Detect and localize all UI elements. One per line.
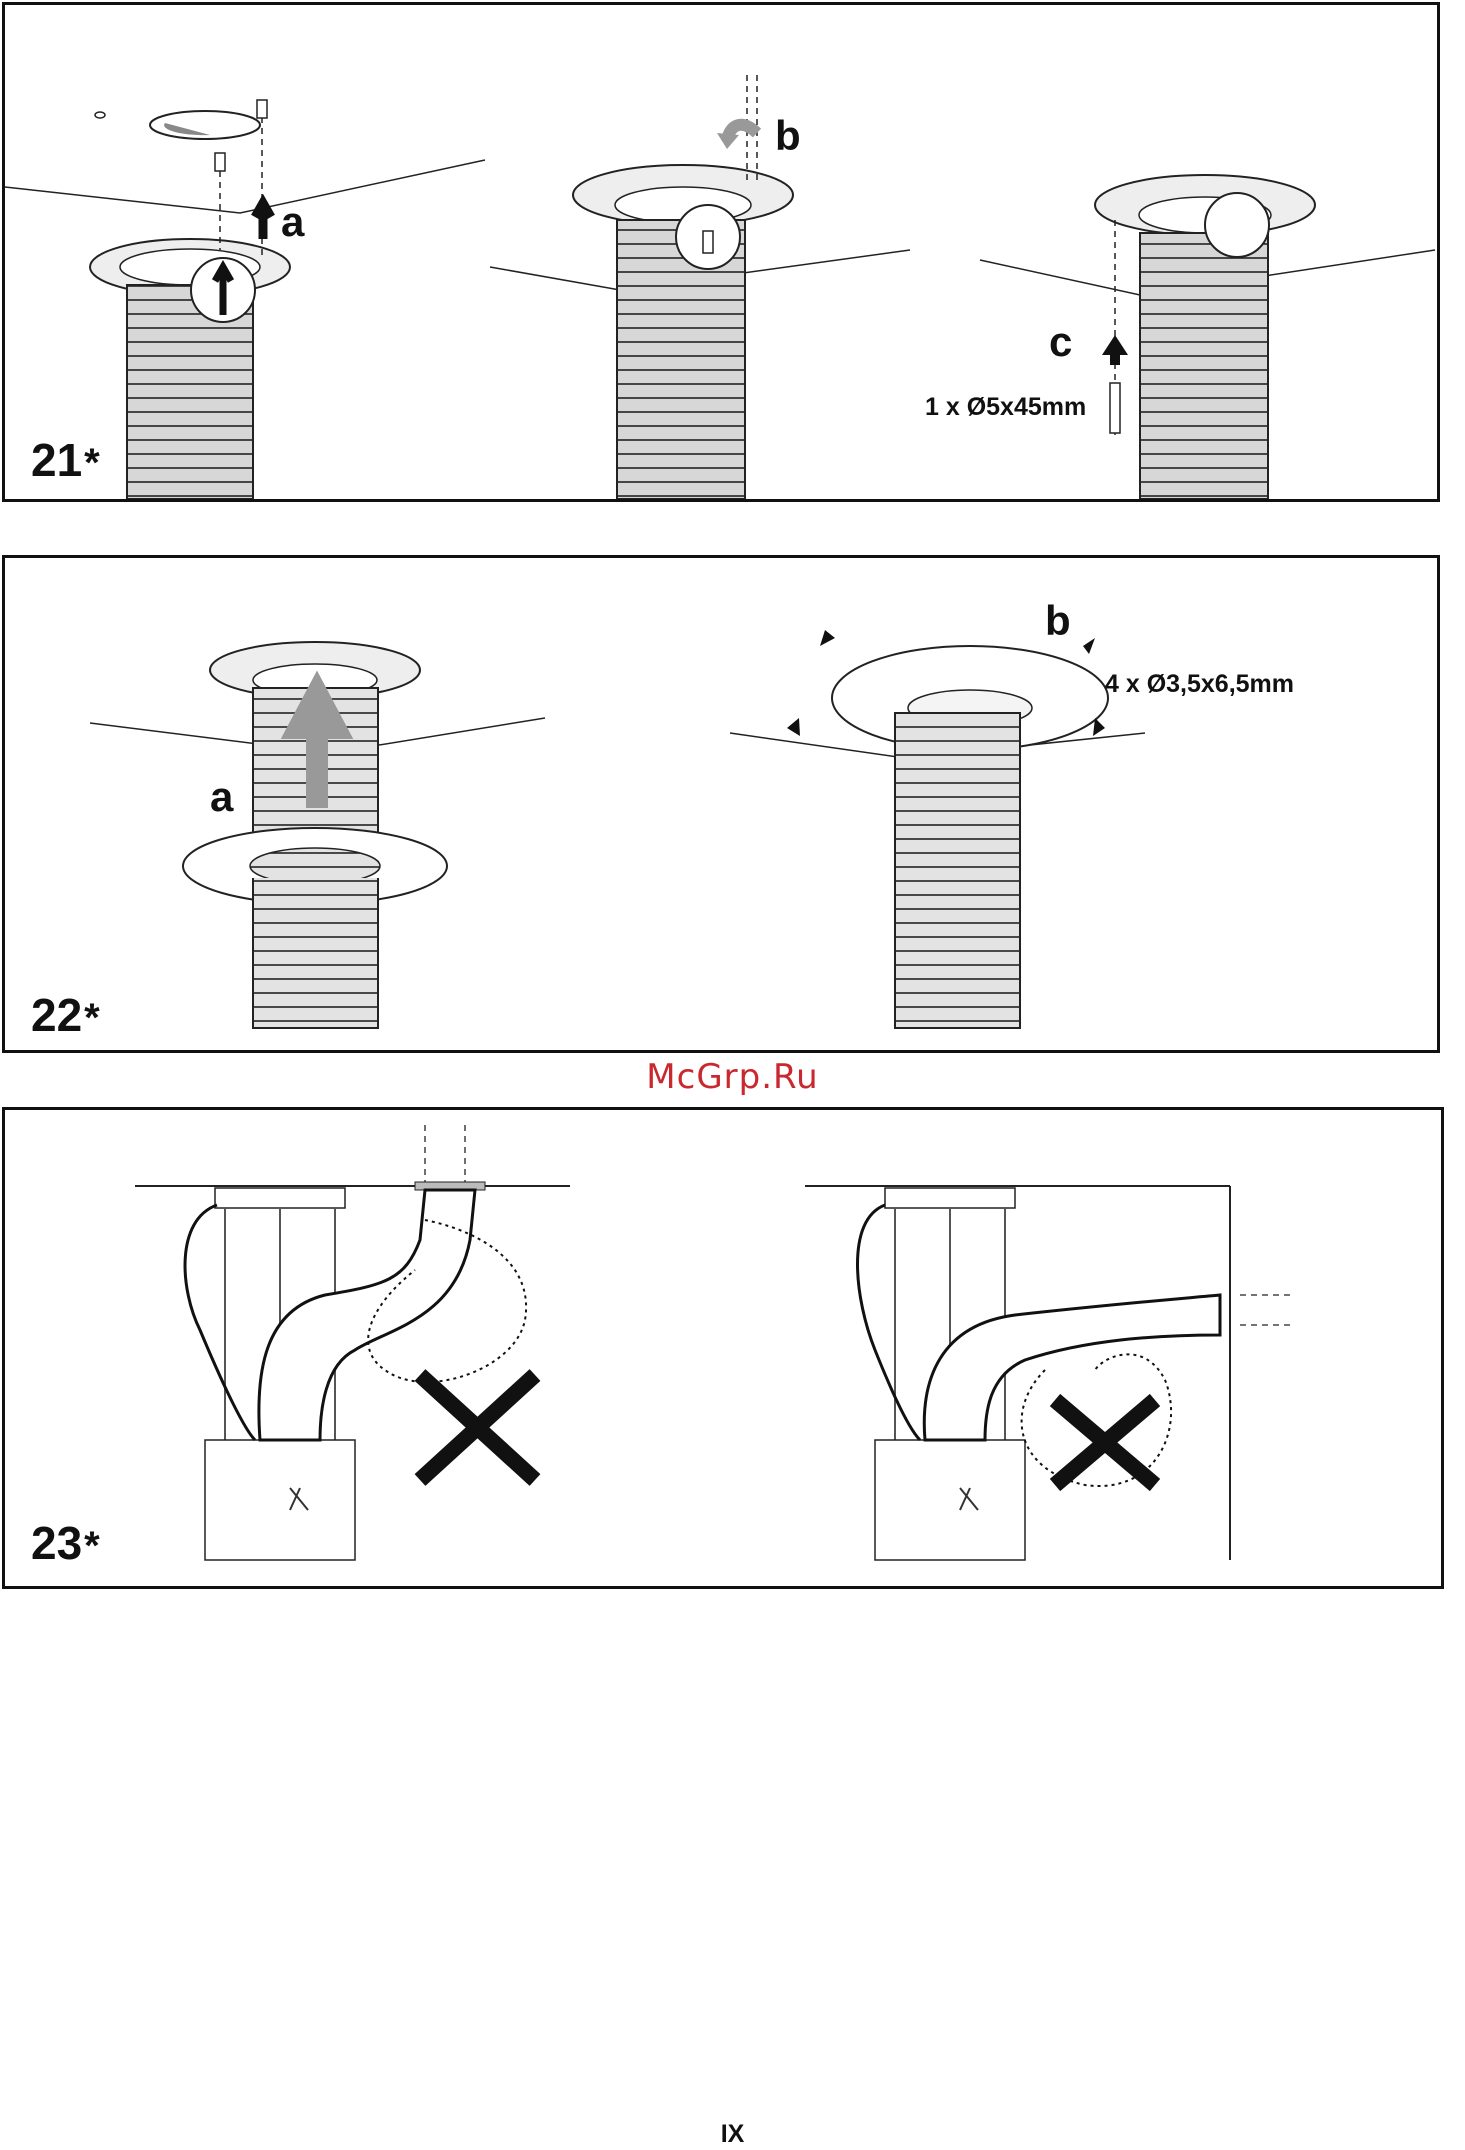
figure-marker: * (84, 441, 100, 485)
duct-routing-wrong-2 (805, 1186, 1295, 1560)
figure-marker: * (84, 1524, 100, 1568)
figure-21-panel: a b c 1 x Ø5x45mm 21* (2, 2, 1440, 502)
duct-4 (183, 642, 447, 1028)
ceiling-line-1 (5, 160, 485, 213)
duct-1 (90, 239, 290, 499)
figure-22-panel: a b 4 x Ø3,5x6,5mm 22* (2, 555, 1440, 1053)
figure-number-value: 22 (31, 989, 82, 1041)
step-label-a: a (210, 776, 233, 818)
step-label-b: b (1045, 600, 1071, 642)
figure-21-illustration (5, 5, 1437, 499)
step-label-b: b (775, 115, 801, 157)
screw-spec: 4 x Ø3,5x6,5mm (1105, 672, 1294, 697)
figure-number-value: 21 (31, 434, 82, 486)
screw-icon (257, 100, 267, 118)
watermark: McGrp.Ru (0, 1057, 1465, 1097)
duct-3 (1095, 175, 1315, 499)
screw-icon (215, 153, 225, 171)
figure-23-panel: 23* (2, 1107, 1444, 1589)
figure-marker: * (84, 996, 100, 1040)
figure-23-illustration (5, 1110, 1441, 1586)
page-number: IX (0, 2120, 1465, 2149)
figure-number: 23* (31, 1520, 100, 1566)
figure-number: 21* (31, 437, 100, 483)
step-label-c: c (1049, 321, 1072, 363)
step-label-a: a (281, 201, 304, 243)
duct-5 (832, 646, 1108, 1028)
arrow-up-icon (255, 203, 271, 239)
figure-number-value: 23 (31, 1517, 82, 1569)
screw-icon (1110, 383, 1120, 433)
figure-number: 22* (31, 992, 100, 1038)
duct-routing-wrong-1 (135, 1125, 570, 1560)
arrow-up-icon (1102, 335, 1128, 365)
duct-2 (573, 165, 793, 499)
screw-spec: 1 x Ø5x45mm (925, 395, 1086, 420)
